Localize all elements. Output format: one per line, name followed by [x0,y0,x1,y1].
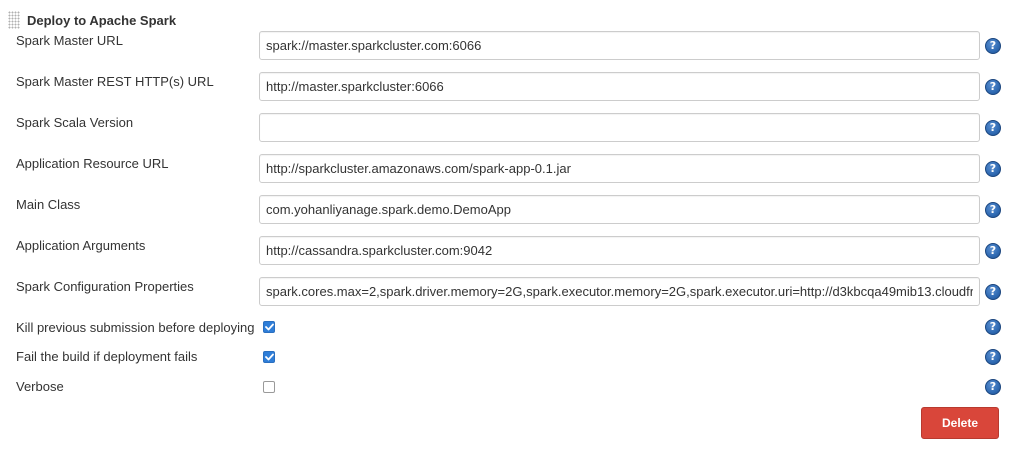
application-resource-url-label: Application Resource URL [16,156,169,171]
help-icon[interactable]: ? [985,349,1001,365]
help-icon[interactable]: ? [985,120,1001,136]
delete-button[interactable]: Delete [921,407,999,439]
spark-configuration-properties-label: Spark Configuration Properties [16,279,194,294]
application-arguments-input[interactable] [259,236,980,265]
spark-master-rest-url-input[interactable] [259,72,980,101]
spark-master-url-input[interactable] [259,31,980,60]
help-icon[interactable]: ? [985,38,1001,54]
help-icon[interactable]: ? [985,243,1001,259]
section-title: Deploy to Apache Spark [27,12,177,28]
drag-handle-icon[interactable] [8,11,20,29]
application-resource-url-input[interactable] [259,154,980,183]
section-header: Deploy to Apache Spark [8,11,176,29]
main-class-label: Main Class [16,197,81,212]
kill-previous-submission-label: Kill previous submission before deployin… [16,320,255,335]
help-icon[interactable]: ? [985,79,1001,95]
main-class-input[interactable] [259,195,980,224]
checkmark-icon [264,353,274,361]
fail-build-checkbox[interactable] [263,351,275,363]
help-icon[interactable]: ? [985,202,1001,218]
spark-scala-version-input[interactable] [259,113,980,142]
spark-scala-version-label: Spark Scala Version [16,115,134,130]
verbose-checkbox[interactable] [263,381,275,393]
spark-master-rest-url-label: Spark Master REST HTTP(s) URL [16,74,214,89]
application-arguments-label: Application Arguments [16,238,146,253]
spark-master-url-label: Spark Master URL [16,33,123,48]
help-icon[interactable]: ? [985,161,1001,177]
help-icon[interactable]: ? [985,284,1001,300]
checkmark-icon [264,323,274,331]
help-icon[interactable]: ? [985,379,1001,395]
spark-configuration-properties-input[interactable] [259,277,980,306]
help-icon[interactable]: ? [985,319,1001,335]
fail-build-label: Fail the build if deployment fails [16,349,198,364]
verbose-label: Verbose [16,379,64,394]
kill-previous-submission-checkbox[interactable] [263,321,275,333]
